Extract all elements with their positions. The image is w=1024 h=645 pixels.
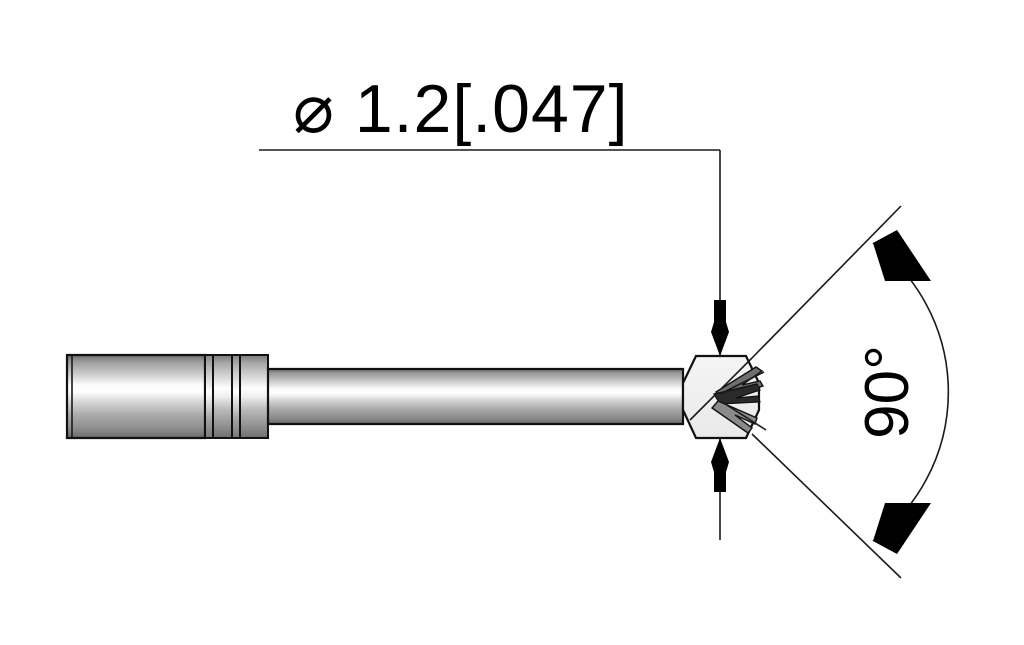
- ring-1: [212, 354, 233, 439]
- diameter-arrowhead-bottom: [711, 438, 729, 492]
- angle-leader-lines: [751, 205, 902, 579]
- angle-label-group: 90°: [853, 345, 922, 439]
- angle-arrowhead-upper: [873, 230, 931, 281]
- flute-score-2: [721, 401, 767, 431]
- flute-mid: [713, 383, 761, 405]
- angle-dimension-label: 90°: [853, 345, 922, 439]
- diameter-dimension-arrows: [711, 300, 729, 492]
- angle-leader-lower: [751, 433, 902, 579]
- tool-shaft: [266, 367, 685, 426]
- cutting-tool-body: [65, 353, 767, 440]
- ring-2-collar: [239, 354, 269, 439]
- diameter-dimension-label: ⌀ 1.2[.047]: [293, 71, 629, 147]
- angle-arrowhead-lower: [873, 503, 931, 554]
- angle-leader-upper: [751, 205, 902, 359]
- cutting-flutes: [710, 366, 767, 434]
- flute-lower: [710, 400, 758, 434]
- flute-score-1: [719, 371, 765, 395]
- diameter-arrowhead-top: [711, 300, 729, 356]
- angle-dimension-arrows: [873, 230, 931, 554]
- tool-shank: [65, 353, 207, 440]
